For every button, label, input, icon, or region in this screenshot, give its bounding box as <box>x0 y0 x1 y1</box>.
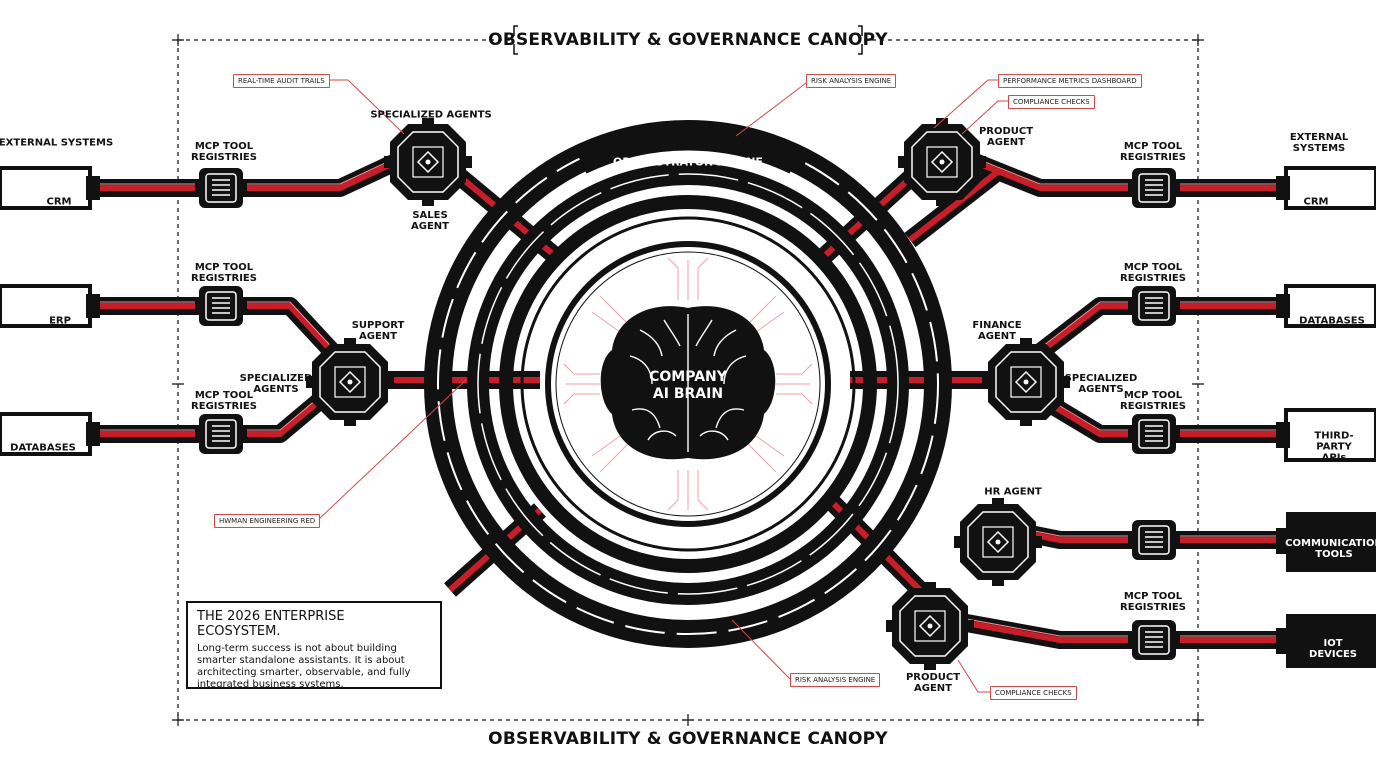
specialized-agents-right-label: SPECIALIZED AGENTS <box>1064 373 1138 395</box>
orchestrator-label: ORCHESTRATOR ENGINE <box>613 155 763 169</box>
canopy-frame <box>172 25 1204 726</box>
left-system-crm: CRM <box>46 196 72 208</box>
right-system-crm: CRM <box>1303 196 1329 208</box>
support-agent-label: SUPPORT AGENT <box>351 320 405 342</box>
right-registry-2: MCP TOOL REGISTRIES <box>1120 262 1186 284</box>
right-system-databases: DATABASES <box>1299 315 1365 327</box>
canopy-title-top: OBSERVABILITY & GOVERNANCE CANOPY <box>488 30 888 50</box>
right-external-header: EXTERNAL SYSTEMS <box>1289 132 1349 154</box>
callout-hwman-engineering: HWMAN ENGINEERING RED <box>214 514 321 528</box>
callout-compliance-top: COMPLIANCE CHECKS <box>1008 95 1095 109</box>
core-traces <box>563 257 813 511</box>
left-registry-3: MCP TOOL REGISTRIES <box>191 390 257 412</box>
callout-compliance-bottom: COMPLIANCE CHECKS <box>990 686 1077 700</box>
product-agent-top-label: PRODUCT AGENT <box>978 126 1034 148</box>
left-system-erp: ERP <box>49 315 71 327</box>
left-registry-1: MCP TOOL REGISTRIES <box>191 141 257 163</box>
canopy-title-bottom: OBSERVABILITY & GOVERNANCE CANOPY <box>488 729 888 749</box>
right-system-apis: THIRD-PARTY APIs <box>1314 430 1354 464</box>
right-registry-1: MCP TOOL REGISTRIES <box>1120 141 1186 163</box>
right-registry-4: MCP TOOL REGISTRIES <box>1120 591 1186 613</box>
info-body: Long-term success is not about building … <box>197 643 411 690</box>
callout-risk-top: RISK ANALYSIS ENGINE <box>806 74 897 88</box>
left-system-databases: DATABASES <box>10 442 76 454</box>
product-agent-bottom-label: PRODUCT AGENT <box>905 672 961 694</box>
right-registry-3: MCP TOOL REGISTRIES <box>1120 390 1186 412</box>
callout-audit-trails: REAL-TIME AUDIT TRAILS <box>233 74 330 88</box>
callout-performance-metrics: PERFORMANCE METRICS DASHBOARD <box>998 74 1142 88</box>
info-title: THE 2026 ENTERPRISE ECOSYSTEM. <box>197 609 345 639</box>
sales-agent-label: SALES AGENT <box>411 210 449 232</box>
right-system-communication: COMMUNICATION TOOLS <box>1285 538 1376 560</box>
hr-agent-label: HR AGENT <box>984 486 1042 498</box>
right-system-iot: IOT DEVICES <box>1309 638 1357 660</box>
specialized-agents-top-label: SPECIALIZED AGENTS <box>370 109 492 121</box>
ecosystem-info-box: THE 2026 ENTERPRISE ECOSYSTEM. Long-term… <box>186 601 442 690</box>
specialized-agents-left-label: SPECIALIZED AGENTS <box>239 373 313 395</box>
left-registry-2: MCP TOOL REGISTRIES <box>191 262 257 284</box>
external-connectors <box>0 166 1376 668</box>
brain-label: COMPANY AI BRAIN <box>649 369 727 402</box>
finance-agent-label: FINANCE AGENT <box>972 320 1022 342</box>
callout-risk-bottom: RISK ANALYSIS ENGINE <box>790 673 881 687</box>
left-external-header: EXTERNAL SYSTEMS <box>0 137 114 149</box>
ai-brain <box>600 306 776 460</box>
callout-leaders <box>317 79 1010 693</box>
